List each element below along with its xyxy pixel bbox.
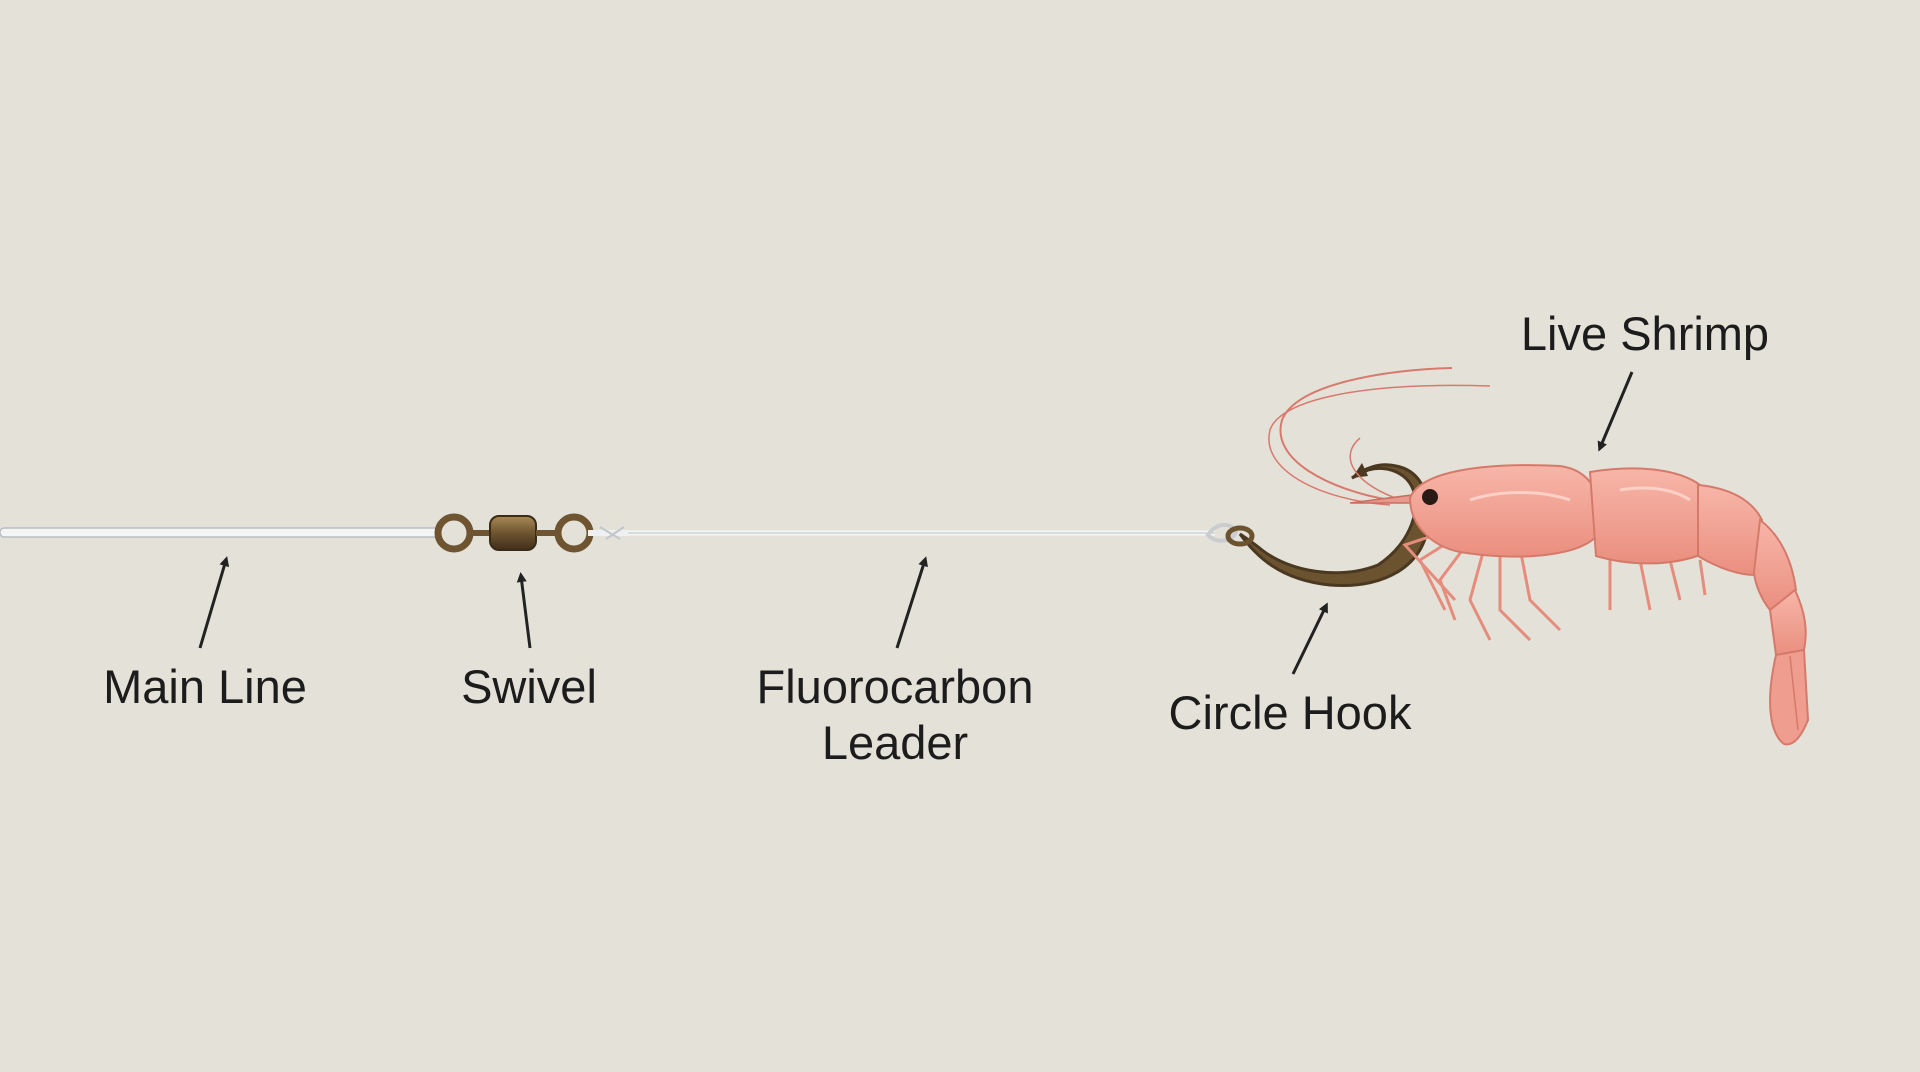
circle-hook-icon: [1225, 463, 1430, 588]
fluorocarbon-leader-label: Fluorocarbon Leader: [715, 659, 1075, 771]
circle-hook-label: Circle Hook: [1168, 686, 1412, 739]
hook-arrow: [1291, 602, 1328, 675]
fluorocarbon-leader-label-line2: Leader: [821, 716, 969, 769]
shrimp-icon: [1268, 367, 1810, 746]
fluorocarbon-leader-label-line1: Fluorocarbon: [756, 660, 1034, 713]
swivel-label: Swivel: [461, 660, 597, 713]
swivel-icon: [434, 513, 594, 553]
main-line: [0, 527, 441, 538]
main-line-arrow: [198, 556, 230, 649]
pointer-arrows: [198, 371, 1634, 675]
leader-arrow: [895, 556, 928, 649]
swivel-arrow: [516, 572, 532, 649]
main-line-label: Main Line: [103, 660, 307, 713]
live-shrimp-label: Live Shrimp: [1520, 307, 1770, 360]
shrimp-arrow: [1597, 371, 1634, 452]
